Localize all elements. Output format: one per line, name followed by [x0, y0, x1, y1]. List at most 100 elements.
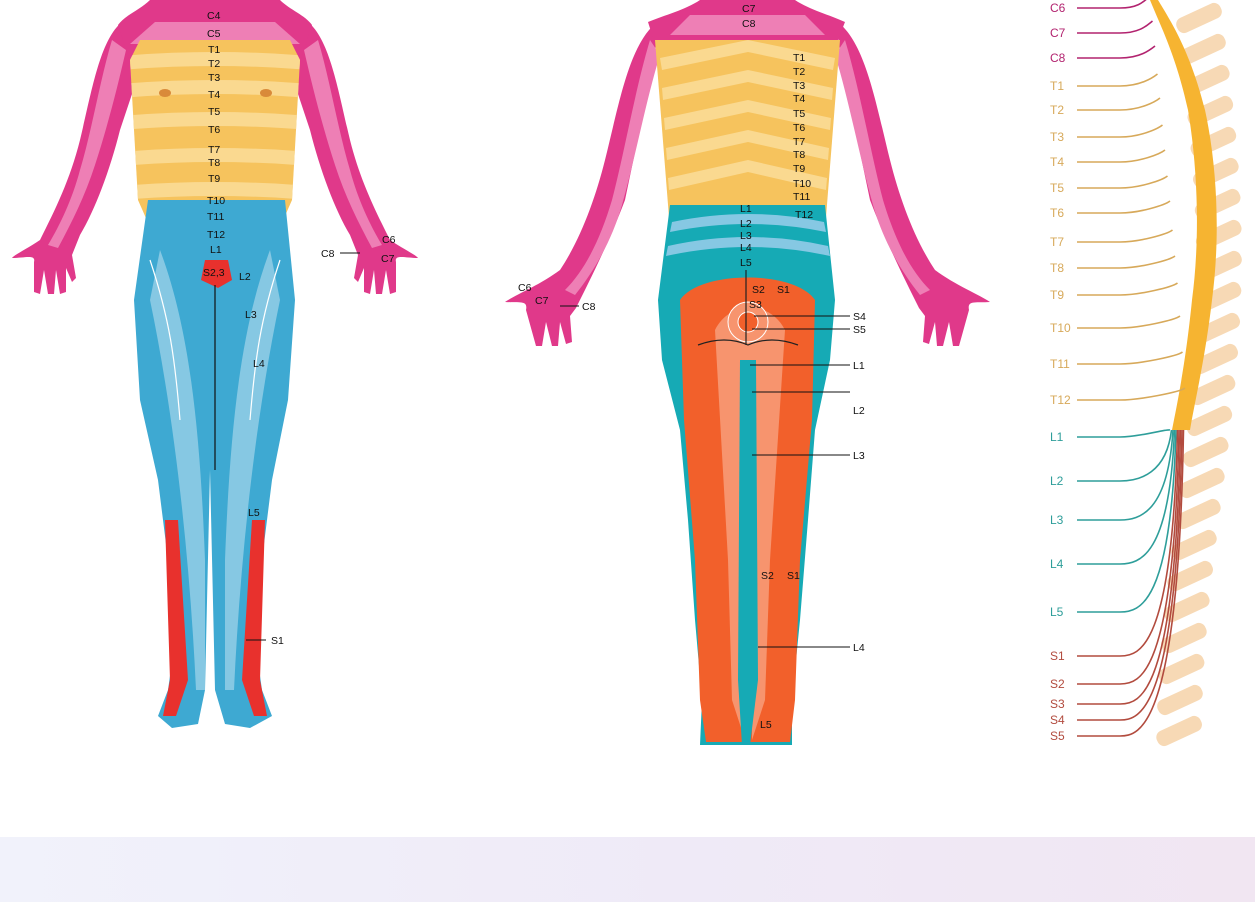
nerve-root-t7	[1077, 230, 1173, 242]
back-label-t5: T5	[793, 108, 805, 120]
nerve-root-c6	[1077, 0, 1150, 8]
back-label-c8: C8	[742, 18, 756, 30]
spine-labels: C6C7C8T1T2T3T4T5T6T7T8T9T10T11T12L1L2L3L…	[1050, 1, 1071, 743]
front-label-t7: T7	[208, 144, 220, 156]
front-label-t6: T6	[208, 124, 220, 136]
front-label-t8: T8	[208, 157, 220, 169]
front-label-c4: C4	[207, 10, 221, 22]
back-label-c8-hand: C8	[582, 301, 596, 313]
spine-label-t6: T6	[1050, 206, 1064, 220]
nerve-root-t11	[1077, 352, 1183, 364]
back-label-t4: T4	[793, 93, 805, 105]
front-label-t4: T4	[208, 89, 220, 101]
back-label-t8: T8	[793, 149, 805, 161]
back-label-c7: C7	[742, 3, 756, 15]
back-label-l4-out: L4	[853, 642, 865, 654]
spine-label-t2: T2	[1050, 103, 1064, 117]
vertebra	[1177, 466, 1227, 501]
back-label-s3: S3	[749, 299, 762, 311]
front-label-l1: L1	[210, 244, 222, 256]
back-right-arm	[835, 20, 990, 346]
spine-label-s4: S4	[1050, 713, 1065, 727]
nerve-root-t8	[1077, 256, 1175, 268]
vertebra	[1181, 435, 1231, 470]
back-label-t11: T11	[793, 191, 810, 203]
nerve-root-t9	[1077, 283, 1178, 295]
back-left-arm	[505, 20, 660, 346]
nerve-root-t5	[1077, 176, 1168, 188]
nerve-root-t12	[1077, 388, 1185, 400]
front-label-c8: C8	[321, 248, 335, 260]
spine-label-t12: T12	[1050, 393, 1071, 407]
front-label-c7: C7	[381, 253, 395, 265]
front-label-l4: L4	[253, 358, 265, 370]
vertebra	[1154, 714, 1204, 749]
back-label-t7: T7	[793, 136, 805, 148]
spine-label-t10: T10	[1050, 321, 1071, 335]
front-figure: C4 C5 T1 T2 T3 T4 T5 T6 T7 T8 T9 T10 T11…	[12, 0, 418, 728]
back-label-l5: L5	[740, 257, 752, 269]
back-label-l4: L4	[740, 242, 752, 254]
nerve-root-t3	[1077, 125, 1163, 137]
spine-label-t8: T8	[1050, 261, 1064, 275]
front-label-s23: S2,3	[203, 267, 225, 279]
front-label-s1: S1	[271, 635, 284, 647]
spine-label-s1: S1	[1050, 649, 1065, 663]
nerve-root-t4	[1077, 150, 1165, 162]
spine-label-l1: L1	[1050, 430, 1064, 444]
spine-label-t3: T3	[1050, 130, 1064, 144]
vertebra	[1174, 1, 1224, 36]
spine-label-l5: L5	[1050, 605, 1064, 619]
back-label-s1-leg: S1	[787, 570, 800, 582]
nerve-root-l1	[1077, 430, 1170, 437]
nerve-roots	[1077, 0, 1185, 736]
vertebra	[1155, 683, 1205, 718]
nerve-root-c8	[1077, 46, 1155, 58]
spine-label-c8: C8	[1050, 51, 1066, 65]
back-label-l1-out: L1	[853, 360, 865, 372]
nerve-root-c7	[1077, 21, 1153, 33]
back-figure: C7 C8 T1 T2 T3 T4 T5 T6 T7 T8 T9 T10 T11…	[505, 0, 990, 745]
front-label-l3: L3	[245, 309, 257, 321]
bottom-band	[0, 837, 1255, 902]
back-label-l2: L2	[740, 218, 752, 230]
spine-diagram: C6C7C8T1T2T3T4T5T6T7T8T9T10T11T12L1L2L3L…	[1050, 0, 1244, 748]
back-label-t3: T3	[793, 80, 805, 92]
back-label-t2: T2	[793, 66, 805, 78]
nerve-root-t10	[1077, 316, 1180, 328]
spine-label-t5: T5	[1050, 181, 1064, 195]
back-label-s5: S5	[853, 324, 866, 336]
nerve-root-t1	[1077, 74, 1158, 86]
spine-label-t9: T9	[1050, 288, 1064, 302]
spine-label-s3: S3	[1050, 697, 1065, 711]
back-label-t6: T6	[793, 122, 805, 134]
back-label-l3-out: L3	[853, 450, 865, 462]
front-label-t3: T3	[208, 72, 220, 84]
nerve-root-t2	[1077, 98, 1160, 110]
nerve-root-l5	[1077, 430, 1176, 612]
nerve-root-l4	[1077, 430, 1175, 564]
front-label-t5: T5	[208, 106, 220, 118]
back-label-c7-hand: C7	[535, 295, 549, 307]
spine-label-t11: T11	[1050, 357, 1070, 371]
back-label-l1: L1	[740, 203, 752, 215]
back-label-s1: S1	[777, 284, 790, 296]
back-label-s2-leg: S2	[761, 570, 774, 582]
front-label-t1: T1	[208, 44, 220, 56]
nerve-root-t6	[1077, 201, 1170, 213]
spine-label-t7: T7	[1050, 235, 1064, 249]
spine-label-c7: C7	[1050, 26, 1066, 40]
back-label-t1: T1	[793, 52, 805, 64]
spine-label-l4: L4	[1050, 557, 1064, 571]
spine-label-l3: L3	[1050, 513, 1064, 527]
spine-label-l2: L2	[1050, 474, 1064, 488]
back-label-t12: T12	[795, 209, 813, 221]
nerve-root-l3	[1077, 430, 1173, 520]
spine-label-s5: S5	[1050, 729, 1065, 743]
back-label-t9: T9	[793, 163, 805, 175]
front-label-c6: C6	[382, 234, 396, 246]
spine-label-s2: S2	[1050, 677, 1065, 691]
front-label-t10: T10	[207, 195, 225, 207]
